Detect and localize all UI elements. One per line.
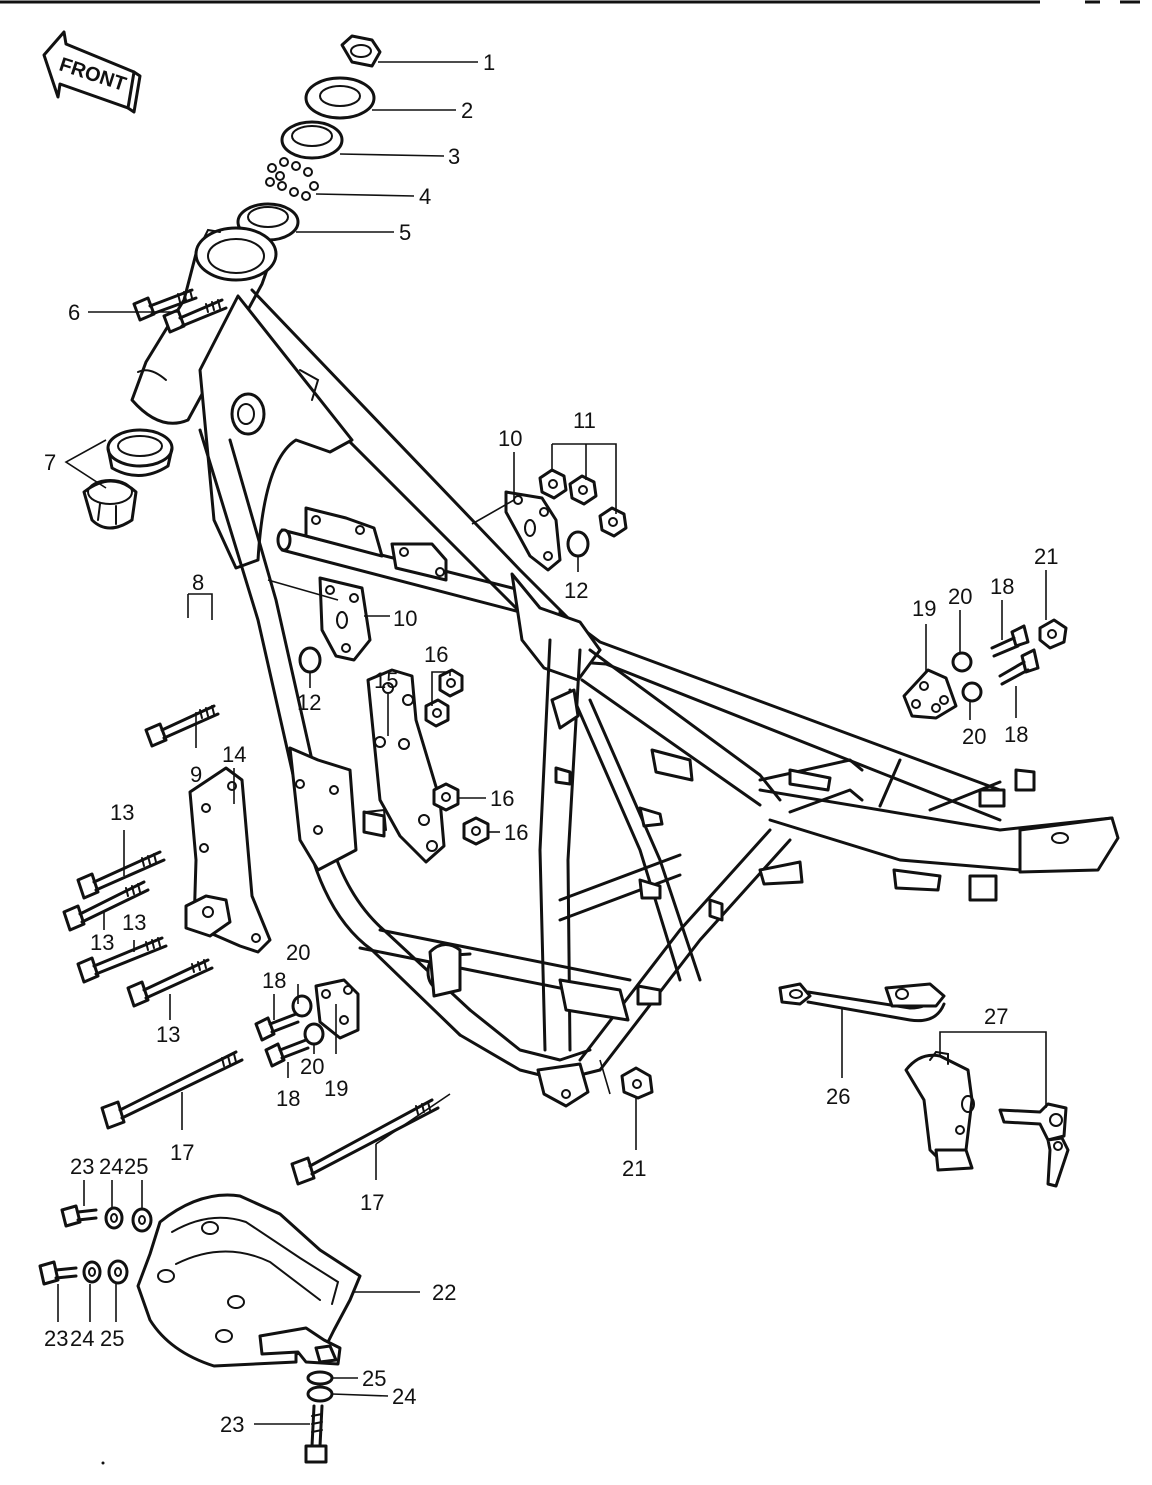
callout-14: 14 (222, 742, 246, 767)
engine-bracket-lower (318, 576, 372, 662)
callout-4: 4 (419, 184, 431, 209)
callout-2: 2 (461, 98, 473, 123)
callout-13-c: 13 (122, 910, 146, 935)
footpeg-bracket-upper (902, 618, 1068, 720)
callout-3: 3 (448, 144, 460, 169)
footpeg-bracket-lower (254, 978, 360, 1068)
callout-17-a: 17 (170, 1140, 194, 1165)
nut-21 (620, 1066, 654, 1100)
bracket-bolts (132, 288, 228, 334)
engine-mount-plate-left (184, 766, 272, 954)
callout-24-c: 24 (392, 1384, 416, 1409)
keys-icon (998, 1102, 1070, 1188)
callout-20-a: 20 (948, 584, 972, 609)
callout-23-b: 23 (44, 1326, 68, 1351)
callout-7: 7 (44, 450, 56, 475)
callout-23-c: 23 (220, 1412, 244, 1437)
callout-labels: 1 2 3 4 5 6 7 8 9 10 10 11 12 12 13 13 1… (44, 50, 1058, 1437)
callout-17-b: 17 (360, 1190, 384, 1215)
callout-16-c: 16 (504, 820, 528, 845)
callout-15: 15 (374, 668, 398, 693)
skid-plate (136, 1193, 362, 1368)
callout-19-a: 19 (912, 596, 936, 621)
callout-13-b: 13 (90, 930, 114, 955)
callout-21-a: 21 (1034, 544, 1058, 569)
front-direction-arrow-icon: FRONT (42, 30, 142, 114)
callout-18-d: 18 (276, 1086, 300, 1111)
callout-21-b: 21 (622, 1156, 646, 1181)
callout-20-d: 20 (300, 1054, 324, 1079)
leader-lines (57, 61, 1047, 1425)
grab-rail (778, 982, 946, 1023)
callout-20-c: 20 (286, 940, 310, 965)
callout-8: 8 (192, 570, 204, 595)
callout-13-d: 13 (156, 1022, 180, 1047)
engine-mount-plate (365, 668, 446, 864)
callout-16-a: 16 (424, 642, 448, 667)
bolts-13 (62, 850, 214, 1008)
callout-27: 27 (984, 1004, 1008, 1029)
callout-24-a: 24 (99, 1154, 123, 1179)
long-bolts-17 (100, 1050, 440, 1186)
callout-10-upper: 10 (498, 426, 522, 451)
callout-23-a: 23 (70, 1154, 94, 1179)
callout-12-lower: 12 (297, 690, 321, 715)
callout-9: 9 (190, 762, 202, 787)
motorcycle-frame (130, 226, 1120, 1108)
callout-6: 6 (68, 300, 80, 325)
steel-balls (265, 157, 319, 201)
callout-18-b: 18 (1004, 722, 1028, 747)
callout-18-a: 18 (990, 574, 1014, 599)
callout-20-b: 20 (962, 724, 986, 749)
callout-10-lower: 10 (393, 606, 417, 631)
callout-24-b: 24 (70, 1326, 94, 1351)
callout-1: 1 (483, 50, 495, 75)
callout-25-a: 25 (124, 1154, 148, 1179)
engine-bracket-upper (504, 490, 562, 572)
steering-stem-nut (340, 34, 382, 68)
callout-19-b: 19 (324, 1076, 348, 1101)
skid-plate-hardware (38, 1204, 334, 1464)
callout-25-c: 25 (362, 1366, 386, 1391)
steering-seal (304, 76, 376, 120)
lower-steering-bearing (82, 428, 174, 530)
plate-nuts (424, 668, 490, 846)
washer (566, 530, 590, 558)
callout-11: 11 (573, 408, 596, 433)
upper-bearing-race (280, 120, 344, 160)
callout-13-a: 13 (110, 800, 134, 825)
callout-25-b: 25 (100, 1326, 124, 1351)
callout-5: 5 (399, 220, 411, 245)
bolt-9 (144, 704, 220, 748)
callout-16-b: 16 (490, 786, 514, 811)
ignition-switch (904, 1050, 975, 1172)
washer (298, 646, 322, 674)
callout-18-c: 18 (262, 968, 286, 993)
callout-26: 26 (826, 1084, 850, 1109)
bracket-nuts (538, 468, 628, 538)
callout-22: 22 (432, 1280, 456, 1305)
callout-12-upper: 12 (564, 578, 588, 603)
